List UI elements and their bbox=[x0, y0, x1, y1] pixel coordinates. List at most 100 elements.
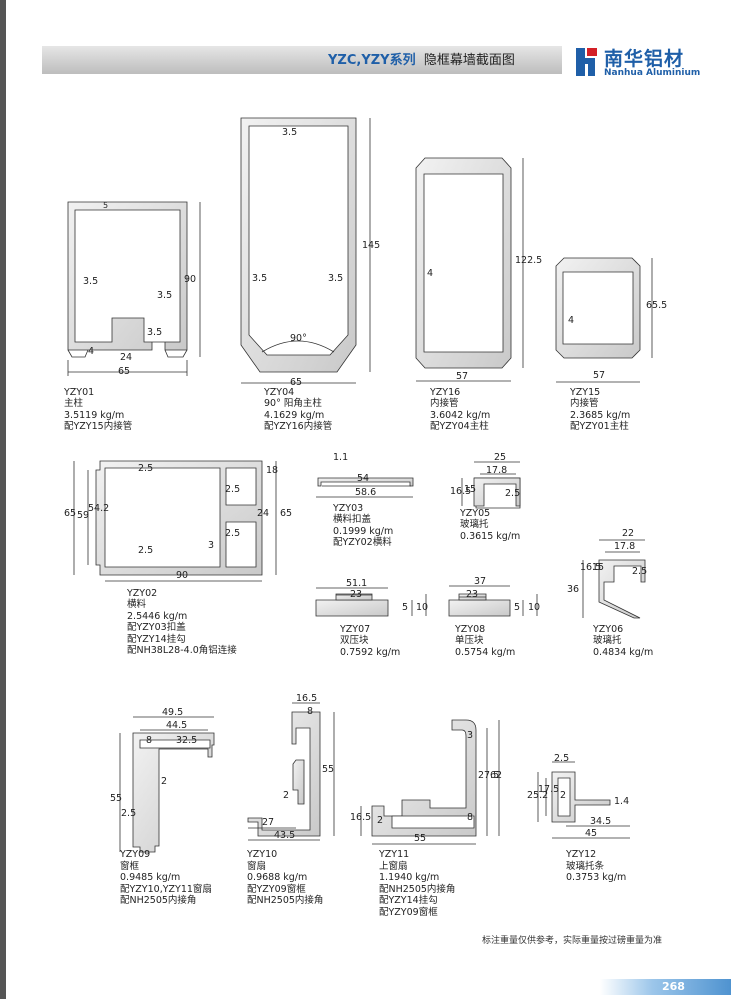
profile-yzy07 bbox=[315, 587, 427, 617]
yzy09-dim-f: 2 bbox=[161, 776, 168, 787]
yzy15-dim-h: 65.5 bbox=[646, 300, 668, 311]
yzy16-note1: 配YZY04主柱 bbox=[430, 421, 489, 432]
yzy06-dim-c: 16.5 bbox=[580, 562, 602, 573]
yzy02-dim-t7: 2.5 bbox=[138, 545, 154, 556]
yzy07-dim-a: 51.1 bbox=[346, 578, 368, 589]
yzy07-dim-c: 5 bbox=[402, 602, 409, 613]
yzy02-dim-h4: 65 bbox=[280, 508, 293, 519]
profile-yzy15 bbox=[555, 257, 653, 383]
page-number-bar bbox=[600, 979, 731, 995]
yzy01-dim-t4: 3.5 bbox=[147, 327, 163, 338]
yzy08-dim-d: 10 bbox=[528, 602, 541, 613]
yzy05-dim-b: 17.8 bbox=[486, 465, 508, 476]
profile-yzy06 bbox=[582, 539, 646, 619]
yzy11-dim-f: 8 bbox=[467, 812, 474, 823]
yzy02-dim-h3: 54.2 bbox=[88, 503, 110, 514]
yzy12-dim-d: 2 bbox=[560, 790, 567, 801]
yzy11-weight: 1.1940 kg/m bbox=[379, 872, 440, 883]
yzy01-note1: 配YZY15内接管 bbox=[64, 421, 133, 432]
yzy02-note3: 配NH38L28-4.0角铝连接 bbox=[127, 645, 237, 656]
yzy10-dim-d: 2 bbox=[283, 790, 290, 801]
yzy15-dim-w: 57 bbox=[593, 370, 606, 381]
profile-yzy02 bbox=[73, 460, 277, 582]
profile-yzy08 bbox=[448, 585, 538, 617]
yzy06-dim-e: 2.5 bbox=[632, 566, 648, 577]
yzy15-name: 内接管 bbox=[570, 398, 599, 409]
yzy06-dim-b: 17.8 bbox=[614, 541, 636, 552]
yzy11-code: YZY11 bbox=[379, 849, 410, 860]
yzy06-dim-a: 22 bbox=[622, 528, 635, 539]
page-edge-bar bbox=[0, 0, 6, 999]
yzy06-dim-f: 36 bbox=[567, 584, 580, 595]
yzy16-dim-t: 4 bbox=[427, 268, 434, 279]
profile-yzy03 bbox=[316, 477, 414, 498]
yzy06-code: YZY06 bbox=[593, 624, 624, 635]
yzy04-weight: 4.1629 kg/m bbox=[264, 410, 325, 421]
yzy05-code: YZY05 bbox=[460, 508, 491, 519]
yzy03-weight: 0.1999 kg/m bbox=[333, 526, 394, 537]
yzy09-dim-g: 2.5 bbox=[121, 808, 137, 819]
yzy10-weight: 0.9688 kg/m bbox=[247, 872, 308, 883]
yzy16-name: 内接管 bbox=[430, 398, 459, 409]
page-title: YZC,YZY系列 隐框幕墙截面图 bbox=[328, 49, 515, 68]
yzy10-dim-b: 8 bbox=[307, 706, 314, 717]
yzy12-dim-e: 1.4 bbox=[614, 796, 630, 807]
yzy08-code: YZY08 bbox=[455, 624, 486, 635]
yzy03-dim-a: 1.1 bbox=[333, 452, 349, 463]
yzy03-note1: 配YZY02横料 bbox=[333, 537, 392, 548]
yzy01-dim-t6: 24 bbox=[120, 352, 133, 363]
yzy11-note2: 配YZY14挂勾 bbox=[379, 895, 438, 906]
profile-yzy12 bbox=[537, 761, 630, 839]
yzy11-dim-g: 55 bbox=[414, 833, 427, 844]
yzy09-dim-d: 32.5 bbox=[176, 735, 198, 746]
yzy11-dim-a: 3 bbox=[467, 730, 474, 741]
yzy01-code: YZY01 bbox=[64, 387, 95, 398]
yzy16-weight: 3.6042 kg/m bbox=[430, 410, 491, 421]
yzy08-weight: 0.5754 kg/m bbox=[455, 647, 516, 658]
yzy09-dim-b: 44.5 bbox=[166, 720, 188, 731]
yzy12-dim-a: 2.5 bbox=[554, 753, 570, 764]
yzy05-name: 玻璃托 bbox=[460, 519, 489, 530]
yzy12-dim-c: 17.5 bbox=[538, 784, 560, 795]
profile-yzy10 bbox=[247, 702, 335, 841]
yzy02-note2: 配YZY14挂勾 bbox=[127, 634, 186, 645]
yzy06-weight: 0.4834 kg/m bbox=[593, 647, 654, 658]
yzy10-dim-f: 43.5 bbox=[274, 830, 296, 841]
yzy01-dim-t3: 3.5 bbox=[157, 290, 173, 301]
title-label: 隐框幕墙截面图 bbox=[423, 53, 515, 68]
yzy12-weight: 0.3753 kg/m bbox=[566, 872, 627, 883]
yzy08-dim-b: 23 bbox=[466, 589, 479, 600]
yzy02-dim-h1: 65 bbox=[64, 508, 77, 519]
yzy02-dim-t2: 2.5 bbox=[225, 484, 241, 495]
yzy09-dim-e: 55 bbox=[110, 793, 123, 804]
yzy05-dim-a: 25 bbox=[494, 452, 507, 463]
yzy02-name: 横料 bbox=[127, 599, 147, 610]
yzy07-name: 双压块 bbox=[340, 635, 369, 646]
yzy12-dim-g: 45 bbox=[585, 828, 598, 839]
profile-yzy09 bbox=[119, 716, 215, 853]
yzy10-dim-a: 16.5 bbox=[296, 693, 318, 704]
yzy11-dim-e: 2 bbox=[377, 815, 384, 826]
yzy04-dim-t3: 3.5 bbox=[328, 273, 344, 284]
yzy16-dim-h: 122.5 bbox=[515, 255, 543, 266]
yzy11-note3: 配YZY09窗框 bbox=[379, 907, 438, 918]
yzy03-dim-b: 54 bbox=[357, 473, 370, 484]
yzy01-dim-w: 65 bbox=[118, 366, 131, 377]
yzy02-note1: 配YZY03扣盖 bbox=[127, 622, 186, 633]
yzy02-dim-t3: 18 bbox=[266, 465, 279, 476]
yzy01-name: 主柱 bbox=[64, 398, 84, 409]
yzy15-dim-t: 4 bbox=[568, 315, 575, 326]
yzy10-note2: 配NH2505内接角 bbox=[247, 895, 324, 906]
yzy04-dim-t2: 3.5 bbox=[252, 273, 268, 284]
yzy02-dim-w: 90 bbox=[176, 570, 189, 581]
yzy05-dim-c: 16.5 bbox=[450, 486, 472, 497]
yzy07-weight: 0.7592 kg/m bbox=[340, 647, 401, 658]
yzy08-name: 单压块 bbox=[455, 635, 484, 646]
yzy11-dim-b: 27.5 bbox=[478, 770, 500, 781]
profile-yzy16 bbox=[415, 157, 524, 382]
yzy12-dim-b: 25.2 bbox=[527, 790, 549, 801]
yzy03-dim-c: 58.6 bbox=[355, 487, 377, 498]
yzy04-name: 90° 阳角主柱 bbox=[264, 398, 322, 409]
brand-logo-icon bbox=[576, 48, 597, 76]
